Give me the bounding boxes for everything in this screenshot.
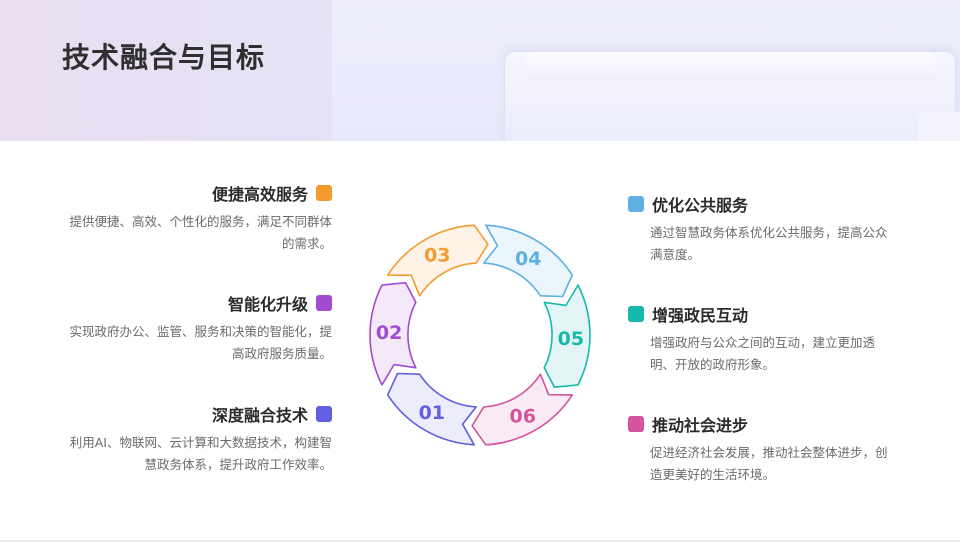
- goal-item-optimize-public-service: 优化公共服务 通过智慧政务体系优化公共服务，提高公众满意度。: [628, 192, 898, 266]
- cycle-segment-shape: [386, 372, 477, 446]
- header-decor-pillar: [918, 112, 960, 141]
- goal-description: 实现政府办公、监管、服务和决策的智能化，提高政府服务质量。: [69, 324, 332, 361]
- cycle-segment-03: 03: [386, 224, 489, 297]
- cycle-segment-shape: [483, 224, 574, 298]
- goal-description: 增强政府与公众之间的互动，建立更加透明、开放的政府形象。: [650, 335, 876, 372]
- goal-label: 深度融合技术: [211, 406, 308, 425]
- cycle-segment-number: 02: [376, 322, 402, 344]
- square-marker-icon: [316, 185, 332, 201]
- goal-label: 推动社会进步: [652, 416, 749, 435]
- square-marker-icon: [628, 196, 644, 212]
- goal-label: 增强政民互动: [652, 306, 749, 325]
- cycle-segment-01: 01: [386, 372, 477, 446]
- goal-item-deep-integration: 深度融合技术 利用AI、物联网、云计算和大数据技术，构建智慧政务体系，提升政府工…: [62, 402, 332, 476]
- goal-item-intelligent-upgrade: 智能化升级 实现政府办公、监管、服务和决策的智能化，提高政府服务质量。: [62, 291, 332, 365]
- goal-item-enhance-interaction: 增强政民互动 增强政府与公众之间的互动，建立更加透明、开放的政府形象。: [628, 302, 898, 376]
- cycle-segment-number: 05: [558, 328, 584, 350]
- cycle-segment-number: 06: [509, 405, 535, 427]
- cycle-segment-number: 03: [424, 245, 450, 267]
- goal-description: 促进经济社会发展，推动社会整体进步，创造更美好的生活环境。: [650, 445, 888, 482]
- page-title: 技术融合与目标: [62, 41, 266, 74]
- cycle-segment-shape: [386, 224, 489, 297]
- goal-description: 利用AI、物联网、云计算和大数据技术，构建智慧政务体系，提升政府工作效率。: [69, 435, 332, 472]
- bottom-divider: [0, 540, 960, 542]
- square-marker-icon: [628, 306, 644, 322]
- cycle-segment-02: 02: [369, 282, 417, 386]
- header-decor-box-top: [525, 52, 935, 80]
- goal-item-social-progress: 推动社会进步 促进经济社会发展，推动社会整体进步，创造更美好的生活环境。: [628, 412, 898, 486]
- cycle-segment-06: 06: [471, 373, 574, 446]
- header-banner: [0, 0, 960, 141]
- cycle-segment-05: 05: [543, 284, 591, 388]
- cycle-segment-number: 01: [419, 402, 445, 424]
- cycle-segment-shape: [369, 282, 417, 386]
- cycle-diagram: 01 02 03 04 05 06: [369, 224, 591, 446]
- square-marker-icon: [316, 295, 332, 311]
- square-marker-icon: [628, 416, 644, 432]
- square-marker-icon: [316, 406, 332, 422]
- cycle-segment-04: 04: [483, 224, 574, 298]
- goal-label: 便捷高效服务: [211, 185, 308, 204]
- goal-description: 通过智慧政务体系优化公共服务，提高公众满意度。: [650, 225, 888, 262]
- goal-description: 提供便捷、高效、个性化的服务，满足不同群体的需求。: [69, 214, 332, 251]
- goal-label: 优化公共服务: [652, 196, 749, 215]
- cycle-segment-shape: [543, 284, 591, 388]
- cycle-segment-shape: [471, 373, 574, 446]
- cycle-segment-number: 04: [515, 248, 541, 270]
- goal-item-convenient-service: 便捷高效服务 提供便捷、高效、个性化的服务，满足不同群体的需求。: [62, 181, 332, 255]
- goal-label: 智能化升级: [227, 295, 308, 314]
